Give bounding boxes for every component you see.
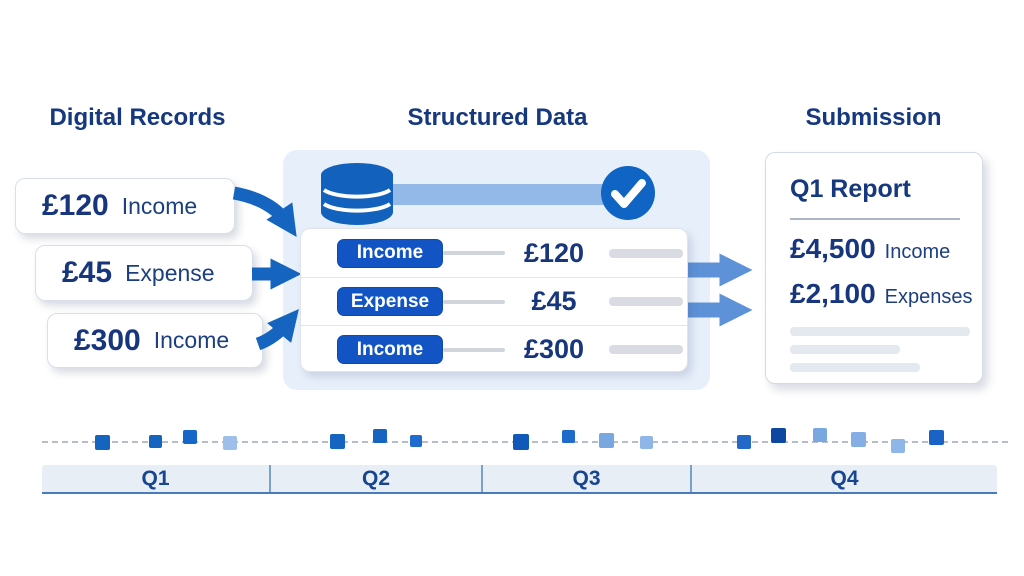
quarter-q3: Q3 [481, 465, 690, 492]
placeholder-bar [790, 345, 900, 354]
timeline-square [183, 430, 197, 444]
arrow-record1-to-panel-icon [232, 186, 297, 237]
report-line-expenses: £2,100 Expenses [790, 278, 972, 310]
placeholder-bar [790, 327, 970, 336]
timeline-square [562, 430, 575, 443]
submission-report-card: Q1 Report £4,500 Income £2,100 Expenses [765, 152, 983, 384]
structured-row: Expense £45 [301, 277, 687, 325]
timeline-square [330, 434, 345, 449]
placeholder-bar [609, 345, 683, 354]
timeline-square [223, 436, 237, 450]
connector-line [443, 299, 505, 304]
report-line-income: £4,500 Income [790, 233, 960, 265]
timeline-square [640, 436, 653, 449]
timeline-square [851, 432, 866, 447]
structured-row: Income £300 [301, 325, 687, 371]
quarter-band: Q1 Q2 Q3 Q4 [42, 465, 997, 494]
structured-amount: £45 [531, 286, 577, 316]
timeline-square [891, 439, 905, 453]
quarter-q2: Q2 [269, 465, 481, 492]
timeline-square [513, 434, 529, 450]
timeline-square [149, 435, 162, 448]
timeline-square [929, 430, 944, 445]
placeholder-bar [609, 297, 683, 306]
report-amount: £4,500 [790, 233, 876, 264]
record-label: Income [121, 192, 198, 219]
record-amount: £300 [74, 323, 141, 357]
record-card-expense-45: £45 Expense [35, 245, 253, 301]
report-title: Q1 Report [790, 175, 911, 203]
quarter-q1: Q1 [141, 466, 170, 490]
category-pill: Expense [337, 287, 443, 316]
quarter-q4: Q4 [690, 465, 997, 492]
report-label: Income [884, 241, 951, 263]
timeline-square [599, 433, 614, 448]
timeline-square [373, 429, 387, 443]
record-label: Income [153, 327, 230, 353]
structured-row: Income £120 [301, 229, 687, 277]
timeline-square [771, 428, 786, 443]
header-structured-data: Structured Data [407, 104, 588, 131]
category-pill: Income [337, 238, 443, 268]
report-divider [790, 218, 960, 220]
report-label: Expenses [884, 286, 973, 308]
category-pill: Income [337, 335, 443, 364]
placeholder-bar [609, 248, 683, 258]
record-amount: £120 [42, 189, 109, 222]
header-digital-records: Digital Records [49, 104, 226, 131]
structured-data-card: Income £120 Expense £45 Income £300 [300, 228, 688, 372]
timeline-square [95, 435, 110, 450]
connector-line [443, 251, 505, 255]
structured-amount: £300 [523, 334, 585, 364]
report-amount: £2,100 [790, 278, 876, 309]
placeholder-bar [790, 363, 920, 372]
timeline-square [737, 435, 751, 449]
record-card-income-120: £120 Income [15, 178, 235, 234]
connector-line [443, 347, 505, 352]
timeline-square [410, 435, 422, 447]
record-label: Expense [125, 259, 215, 286]
record-card-income-300: £300 Income [47, 313, 263, 368]
structured-amount: £120 [523, 237, 585, 268]
header-submission: Submission [805, 104, 942, 131]
record-amount: £45 [62, 256, 113, 289]
timeline-square [813, 428, 827, 442]
